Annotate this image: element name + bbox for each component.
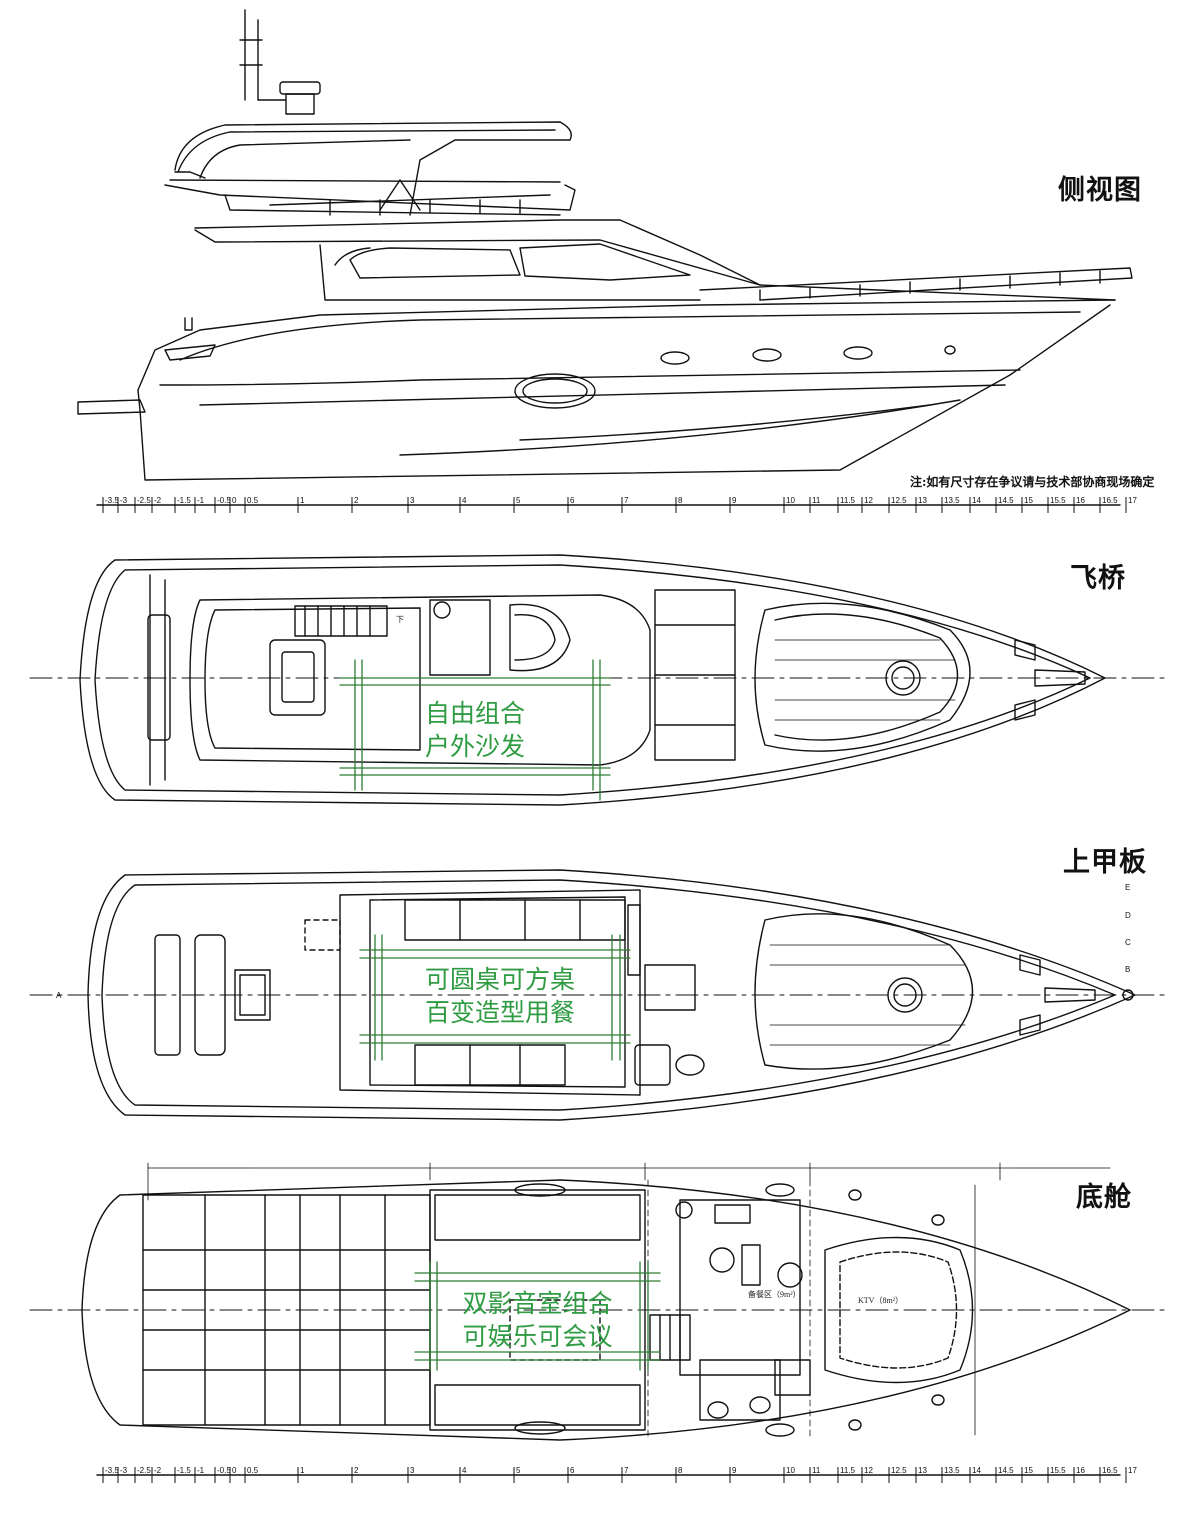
lower-ruler-tick-label: -3 — [120, 1466, 128, 1475]
lower-deck-title: 底舱 — [1076, 1182, 1132, 1213]
section-marker-a: A — [56, 991, 62, 1000]
side-ruler-tick-label: 16 — [1076, 496, 1085, 505]
lower-ruler-tick-label: 2 — [354, 1466, 359, 1475]
lower-ruler-tick-label: 12.5 — [891, 1466, 907, 1475]
lower-ruler-tick-label: 14 — [972, 1466, 981, 1475]
lower-ruler-tick-label: 11 — [812, 1466, 821, 1475]
side-ruler-tick-label: 7 — [624, 496, 629, 505]
side-ruler-tick-label: 3 — [410, 496, 415, 505]
lower-ruler-tick-label: 17 — [1128, 1466, 1137, 1475]
side-ruler-tick-label: 15.5 — [1050, 496, 1066, 505]
lower-ruler-tick-label: 1 — [300, 1466, 305, 1475]
side-ruler-tick-label: 10 — [786, 496, 795, 505]
lower-ruler-tick-label: 7 — [624, 1466, 629, 1475]
lower-ruler-tick-label: 0 — [232, 1466, 237, 1475]
lower-ruler-tick-label: 13.5 — [944, 1466, 960, 1475]
side-ruler-tick-label: 15 — [1024, 496, 1033, 505]
side-ruler-tick-label: 16.5 — [1102, 496, 1118, 505]
side-view-drawing — [77, 9, 1133, 506]
lower-deck-plan-drawing — [29, 1162, 1171, 1476]
dimension-note: 注:如有尺寸存在争议请与技术部协商现场确定 — [910, 475, 1155, 489]
lower-ruler-tick-label: 6 — [570, 1466, 575, 1475]
flybridge-callout: 自由组合 户外沙发 — [395, 697, 555, 763]
lower-ruler-tick-label: -2.5 — [137, 1466, 151, 1475]
side-ruler-tick-label: -1 — [197, 496, 205, 505]
lower-ruler-tick-label: 0.5 — [247, 1466, 259, 1475]
flybridge-title: 飞桥 — [1070, 563, 1126, 594]
lower-ruler-tick-label: -1.5 — [177, 1466, 191, 1475]
side-ruler-tick-label: -3.5 — [105, 496, 119, 505]
lower-ruler-tick-label: 11.5 — [840, 1466, 856, 1475]
side-ruler-tick-label: 6 — [570, 496, 575, 505]
upper-deck-callout-line-2: 百变造型用餐 — [424, 998, 575, 1027]
lower-ruler-tick-label: 16 — [1076, 1466, 1085, 1475]
lower-ruler-tick-label: 15 — [1024, 1466, 1033, 1475]
section-marker-d: D — [1125, 911, 1131, 920]
lower-ruler-tick-label: 16.5 — [1102, 1466, 1118, 1475]
flybridge-plan-drawing — [29, 554, 1171, 806]
lower-deck-callout-line-1: 双影音室组合 — [462, 1289, 613, 1318]
side-ruler-tick-label: 11 — [812, 496, 821, 505]
dining-area-label: 备餐区（9m²） — [748, 1289, 801, 1299]
ktv-room-label: KTV（8m²） — [858, 1296, 903, 1305]
upper-deck-callout: 可圆桌可方桌 百变造型用餐 — [400, 963, 600, 1029]
side-ruler-tick-label: 5 — [516, 496, 521, 505]
lower-ruler-tick-label: 12 — [864, 1466, 873, 1475]
upper-deck-plan-drawing — [29, 869, 1171, 1121]
lower-ruler-tick-label: 4 — [462, 1466, 467, 1475]
side-ruler-tick-label: 12 — [864, 496, 873, 505]
stair-down-label: 下 — [396, 615, 404, 624]
side-ruler-tick-label: 4 — [462, 496, 467, 505]
lower-deck-callout: 双影音室组合 可娱乐可会议 — [445, 1287, 630, 1353]
lower-ruler-tick-label: -0.5 — [217, 1466, 231, 1475]
section-marker-e: E — [1125, 883, 1130, 892]
side-ruler-tick-label: 17 — [1128, 496, 1137, 505]
side-ruler-tick-label: 13.5 — [944, 496, 960, 505]
side-ruler-tick-label: 0 — [232, 496, 237, 505]
lower-ruler-tick-label: 14.5 — [998, 1466, 1014, 1475]
flybridge-callout-line-1: 自由组合 — [424, 699, 525, 728]
side-ruler-tick-label: 14.5 — [998, 496, 1014, 505]
lower-ruler-tick-label: 15.5 — [1050, 1466, 1066, 1475]
lower-ruler-tick-label: 10 — [786, 1466, 795, 1475]
side-ruler-tick-label: 11.5 — [840, 496, 856, 505]
side-ruler-tick-label: 13 — [918, 496, 927, 505]
lower-ruler-tick-label: -1 — [197, 1466, 205, 1475]
side-ruler-tick-label: 9 — [732, 496, 737, 505]
side-ruler-tick-label: -3 — [120, 496, 128, 505]
flybridge-callout-line-2: 户外沙发 — [424, 732, 525, 761]
lower-ruler-tick-label: 13 — [918, 1466, 927, 1475]
side-ruler-tick-label: 8 — [678, 496, 683, 505]
lower-deck-callout-line-2: 可娱乐可会议 — [462, 1322, 613, 1351]
lower-ruler-tick-label: 5 — [516, 1466, 521, 1475]
side-ruler-tick-label: 1 — [300, 496, 305, 505]
side-ruler-tick-label: 14 — [972, 496, 981, 505]
lower-ruler-tick-label: -3.5 — [105, 1466, 119, 1475]
side-ruler-tick-label: -0.5 — [217, 496, 231, 505]
side-ruler-tick-label: 12.5 — [891, 496, 907, 505]
lower-ruler-tick-label: 9 — [732, 1466, 737, 1475]
lower-ruler-tick-label: 3 — [410, 1466, 415, 1475]
side-ruler-tick-label: 0.5 — [247, 496, 259, 505]
lower-ruler-tick-label: 8 — [678, 1466, 683, 1475]
lower-ruler-tick-label: -2 — [154, 1466, 162, 1475]
section-marker-c: C — [1125, 938, 1131, 947]
side-ruler-tick-label: -2.5 — [137, 496, 151, 505]
side-ruler-tick-label: -2 — [154, 496, 162, 505]
side-ruler-tick-label: -1.5 — [177, 496, 191, 505]
upper-deck-title: 上甲板 — [1063, 847, 1147, 878]
callout-frames — [339, 659, 661, 1371]
section-marker-b: B — [1125, 965, 1130, 974]
side-ruler-tick-label: 2 — [354, 496, 359, 505]
side-view-title: 侧视图 — [1058, 175, 1142, 206]
upper-deck-callout-line-1: 可圆桌可方桌 — [424, 965, 575, 994]
